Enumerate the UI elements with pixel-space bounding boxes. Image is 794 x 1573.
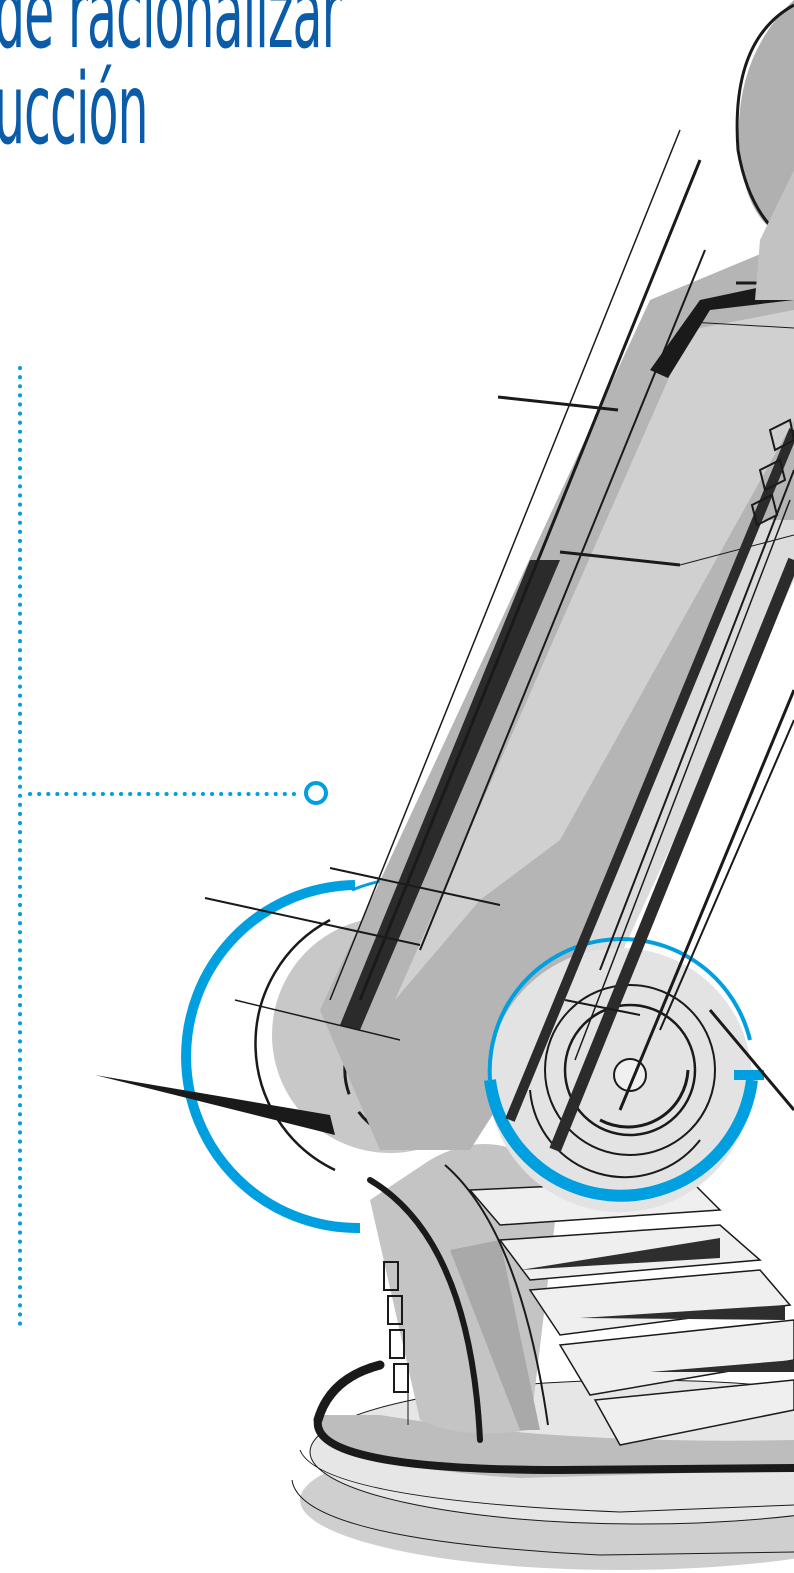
sketch-strokes: [95, 867, 641, 1135]
page-headline: de racionalizar ucción: [0, 0, 342, 167]
headline-line-1: de racionalizar: [0, 0, 342, 71]
headline-line-2: ucción: [0, 53, 149, 167]
ring-marker-icon: [304, 781, 328, 805]
robot-right-joint: [484, 937, 794, 1212]
robot-forearm-rods: [505, 418, 794, 1153]
robot-head: [735, 0, 794, 300]
